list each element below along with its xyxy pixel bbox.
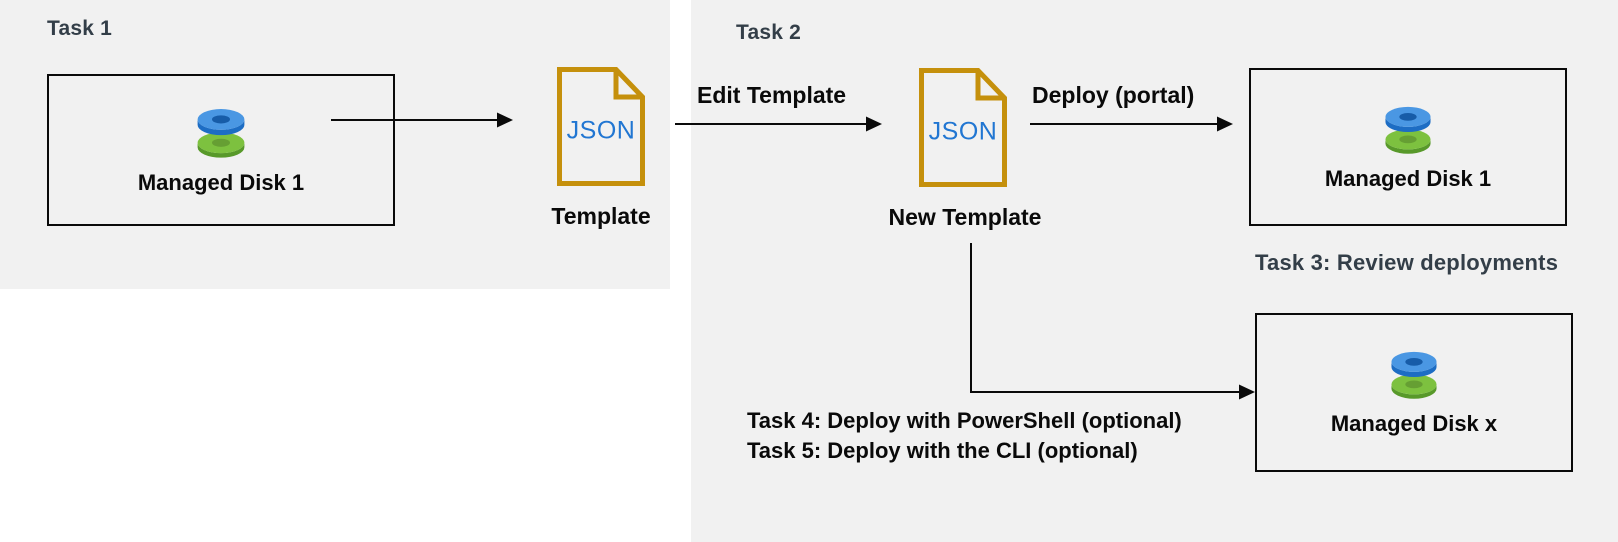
task1-heading: Task 1 bbox=[47, 17, 113, 40]
task2-heading: Task 2 bbox=[736, 21, 802, 44]
edit-template-label: Edit Template bbox=[697, 82, 847, 108]
json-text: JSON bbox=[566, 116, 636, 145]
deploy-portal-label: Deploy (portal) bbox=[1032, 82, 1195, 108]
managed-disk-icon bbox=[1391, 351, 1437, 399]
managed-disk-icon bbox=[197, 108, 245, 158]
task4-task5-text: Task 4: Deploy with PowerShell (optional… bbox=[747, 406, 1182, 466]
deployed-managed-disk1-box: Managed Disk 1 bbox=[1249, 68, 1567, 226]
json-text: JSON bbox=[928, 117, 998, 146]
deployed-diskx-label: Managed Disk x bbox=[1330, 411, 1498, 436]
task4-line: Task 4: Deploy with PowerShell (optional… bbox=[747, 408, 1182, 433]
deployed-disk1-label: Managed Disk 1 bbox=[1324, 165, 1492, 191]
task3-heading: Task 3: Review deployments bbox=[1255, 250, 1559, 275]
source-managed-disk-box: Managed Disk 1 bbox=[47, 74, 395, 226]
source-disk-label: Managed Disk 1 bbox=[137, 169, 305, 195]
deployed-managed-diskx-box: Managed Disk x bbox=[1255, 313, 1573, 472]
new-template-label: New Template bbox=[888, 204, 1042, 230]
json-new-template-icon: JSON bbox=[919, 68, 1007, 187]
template-label: Template bbox=[551, 203, 651, 229]
json-template-icon: JSON bbox=[557, 67, 645, 186]
managed-disk-icon bbox=[1385, 106, 1431, 154]
task5-line: Task 5: Deploy with the CLI (optional) bbox=[747, 438, 1138, 463]
